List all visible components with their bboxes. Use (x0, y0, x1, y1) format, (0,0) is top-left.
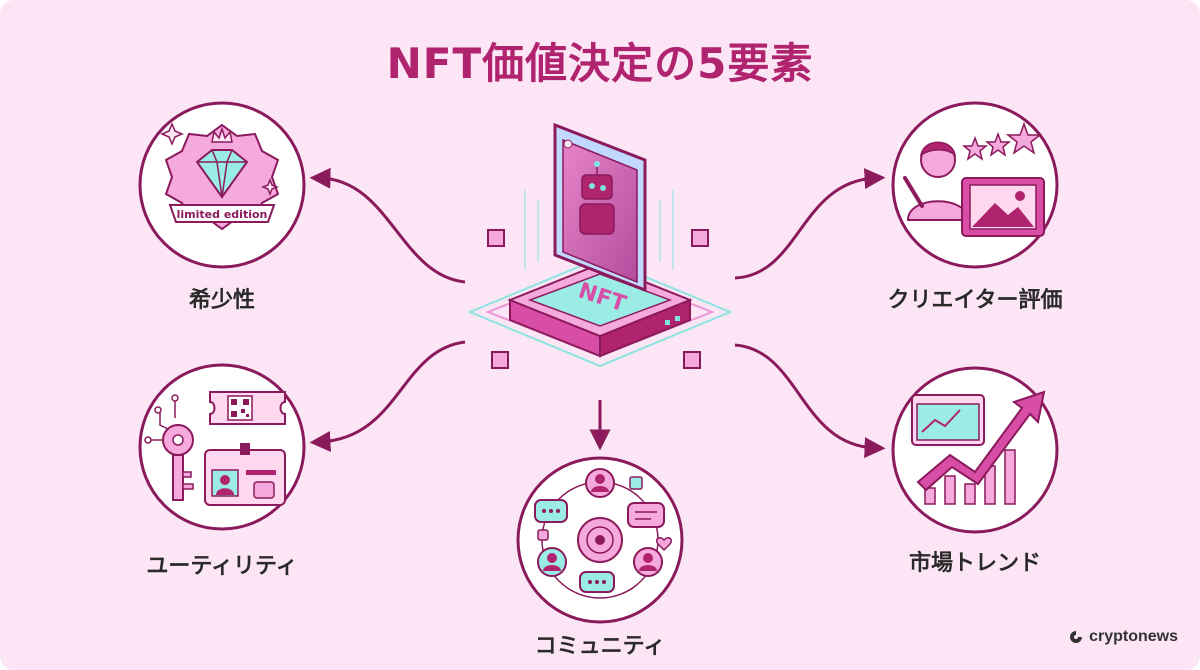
rarity-node: limited edition (138, 101, 306, 269)
chat-bubble-icon (534, 499, 568, 523)
user-avatar-icon (633, 547, 663, 577)
sparkle-icon (160, 122, 184, 146)
user-avatar-icon (585, 468, 615, 498)
label-utility: ユーティリティ (146, 554, 298, 579)
connector-market (734, 343, 886, 459)
community-node (516, 456, 684, 624)
star-icon (984, 131, 1012, 157)
sparkle-icon (260, 177, 280, 197)
utility-node (138, 363, 306, 531)
pencil-icon (903, 176, 924, 208)
connector-rarity (309, 167, 466, 284)
star-icon (1005, 121, 1043, 155)
chat-bubble-icon (627, 502, 665, 528)
connector-utility (309, 340, 466, 452)
label-creator: クリエイター評価 (887, 288, 1063, 313)
chat-bubble-icon (579, 571, 615, 593)
thumbs-up-icon (629, 476, 643, 490)
trend-up-arrow-icon (916, 390, 1046, 492)
limited-edition-badge: limited edition (177, 208, 268, 221)
market-node (891, 366, 1059, 534)
star-icon (961, 135, 989, 161)
brand-logo: cryptonews (1069, 628, 1178, 646)
label-community: コミュニティ (534, 634, 666, 659)
user-avatar-icon (537, 547, 567, 577)
bar-chart-icon (924, 449, 1016, 505)
label-market: 市場トレンド (908, 551, 1041, 576)
brand-name: cryptonews (1089, 628, 1178, 645)
label-rarity: 希少性 (188, 288, 255, 313)
thumbs-up-icon (537, 529, 549, 541)
cryptonews-logo-icon (1070, 631, 1083, 643)
page-title: NFT価値決定の5要素 (386, 39, 814, 88)
nft-platform-illustration (467, 122, 733, 369)
creator-node (891, 101, 1059, 269)
connector-creator (734, 168, 886, 280)
heart-icon (655, 537, 673, 552)
